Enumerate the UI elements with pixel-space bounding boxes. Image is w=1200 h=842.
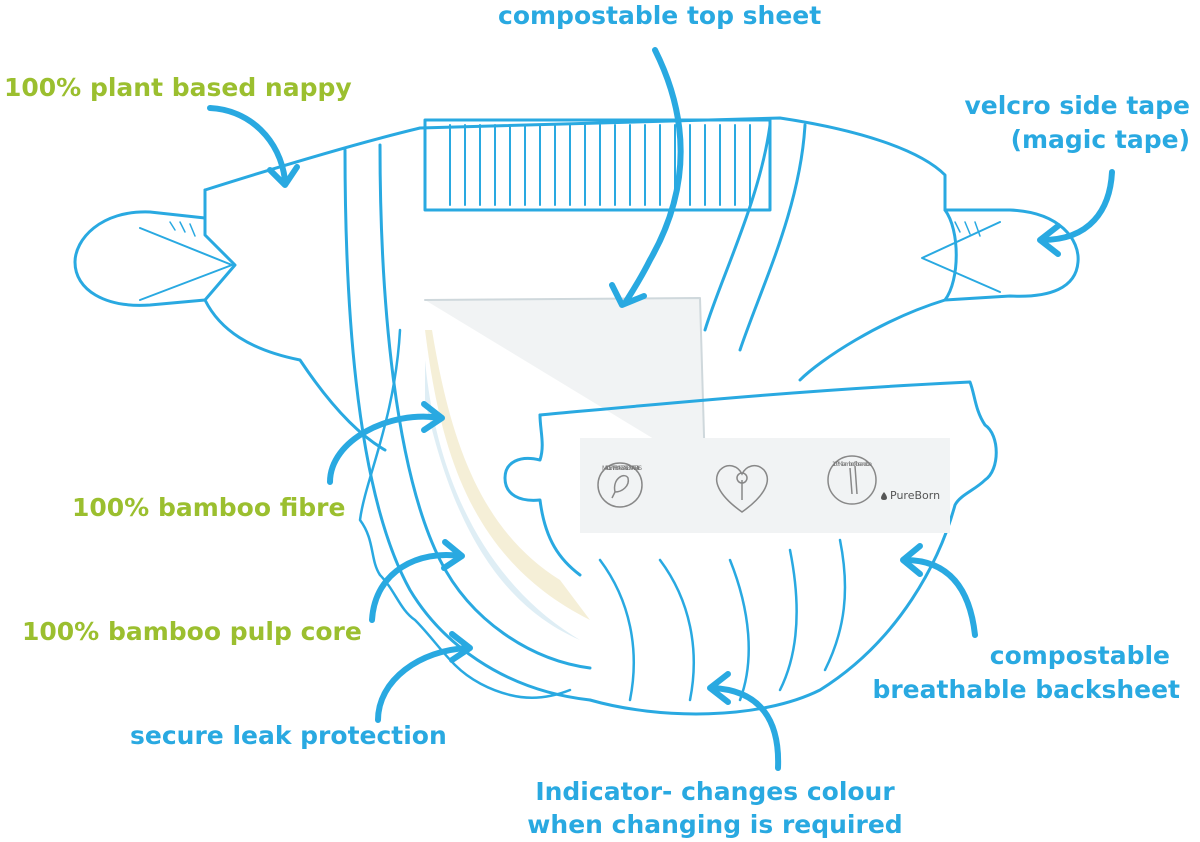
- backsheet-fold-3: [778, 548, 798, 692]
- arrow-bamboo-fibre: [327, 413, 443, 485]
- leak-guard-frill: [358, 328, 572, 699]
- arrow-top-sheet: [622, 47, 684, 306]
- front-panel-left-edge: [503, 413, 582, 577]
- absorbent-core-blue: [425, 360, 580, 640]
- back-waist-panel: [203, 116, 958, 382]
- arrow-pulp-core: [369, 552, 463, 623]
- badge-plant-based: [597, 462, 643, 508]
- label-indicator-line2: when changing is required: [527, 810, 903, 839]
- label-velcro-line1: velcro side tape: [964, 91, 1190, 120]
- arrow-plant-based-head: [267, 164, 300, 188]
- label-backsheet-line2: breathable backsheet: [872, 675, 1180, 704]
- drop-icon: [881, 492, 887, 500]
- right-outer-leg-cuff: [738, 123, 807, 352]
- tree-heart-icon: [715, 464, 769, 513]
- badge-bamboo: [827, 455, 877, 505]
- top-sheet-pad: [424, 297, 706, 471]
- left-inner-leg-cuff: [378, 143, 592, 670]
- plant-badge-text: MADE WITH PLANT BASED MATERIALS: [602, 465, 642, 472]
- right-tab-point: [921, 221, 1001, 293]
- bamboo-icon: [849, 465, 858, 495]
- left-wing: [203, 188, 387, 452]
- label-pulp-core: 100% bamboo pulp core: [22, 617, 362, 646]
- arrow-indicator: [709, 685, 782, 771]
- label-plant-based: 100% plant based nappy: [4, 73, 352, 102]
- backsheet-fold-2: [728, 558, 750, 702]
- left-tab-point: [139, 227, 233, 301]
- waistband-ribs: [449, 124, 751, 206]
- label-bamboo-fibre: 100% bamboo fibre: [72, 493, 346, 522]
- label-leak-protection: secure leak protection: [130, 721, 447, 750]
- arrow-backsheet-head: [900, 543, 923, 577]
- left-outer-leg-cuff: [343, 148, 592, 702]
- label-backsheet-line1: compostable: [989, 641, 1170, 670]
- backsheet-fold-5: [598, 558, 635, 702]
- leaf-icon: [611, 474, 630, 499]
- arrow-pulp-core-head: [441, 539, 465, 571]
- right-inner-leg-cuff: [703, 123, 772, 332]
- brand-name: PureBorn: [890, 489, 940, 502]
- arrow-leak-head: [449, 631, 473, 663]
- arrow-top-sheet-head: [609, 282, 647, 308]
- arrow-velcro: [1039, 169, 1115, 243]
- arrow-backsheet: [902, 557, 978, 638]
- arrow-plant-based: [207, 105, 288, 183]
- label-indicator-line1: Indicator- changes colour: [535, 777, 895, 806]
- right-velcro-tab: [943, 208, 1080, 302]
- bamboo-badge-text: 100% bamboo fibre and core: [832, 461, 872, 468]
- badge-strip: [580, 438, 950, 533]
- left-velcro-tab: [73, 210, 207, 307]
- backsheet-fold-4: [823, 538, 847, 672]
- arrow-velcro-head: [1037, 223, 1061, 257]
- backsheet-fold-1: [658, 558, 695, 702]
- label-velcro-line2: (magic tape): [1010, 125, 1190, 154]
- arrow-leak: [375, 645, 471, 723]
- badge-tree-heart: [715, 464, 769, 513]
- elastic-waistband: [423, 118, 772, 212]
- arrow-indicator-head: [707, 671, 731, 705]
- arrow-bamboo-fibre-head: [421, 401, 445, 433]
- label-top-sheet: compostable top sheet: [498, 1, 822, 30]
- front-panel: [538, 380, 998, 716]
